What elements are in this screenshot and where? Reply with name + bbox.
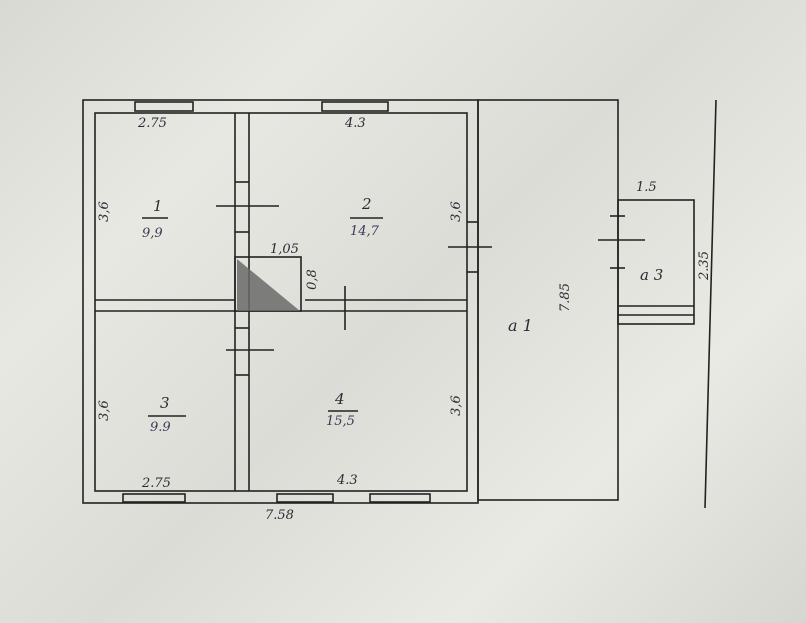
dim-room1-left: 3,6 (96, 201, 112, 222)
room-1-number: 1 (153, 197, 163, 215)
room-4-number: 4 (335, 390, 345, 408)
room-4-area: 15,5 (326, 414, 355, 429)
annex-a1-outline (477, 99, 619, 501)
dim-stove-width: 1,05 (270, 242, 299, 257)
dim-porch-width: 1.5 (636, 180, 657, 195)
room-3-area: 9.9 (150, 420, 171, 435)
dim-porch-depth: 2.35 (696, 251, 712, 280)
room-3-number: 3 (160, 394, 170, 412)
annex-a3-label: a 3 (640, 266, 664, 284)
porch-a3-outline (617, 199, 695, 325)
dim-overall-width: 7.58 (265, 508, 294, 523)
dim-stove-depth: 0,8 (304, 269, 320, 290)
stove-hatch (237, 259, 300, 311)
dim-room2-top: 4.3 (345, 116, 366, 131)
dim-room3-bottom: 2.75 (142, 476, 171, 491)
room-1-area: 9,9 (142, 226, 163, 241)
inner-wall (94, 112, 468, 492)
room-2-number: 2 (362, 195, 372, 213)
room-2-area: 14,7 (350, 224, 379, 239)
dim-room4-bottom: 4.3 (337, 473, 358, 488)
annex-a1-label: a 1 (508, 316, 533, 335)
dim-room3-left: 3,6 (96, 400, 112, 421)
dim-annex-length: 7.85 (557, 283, 573, 312)
dim-room4-right: 3,6 (448, 395, 464, 416)
dim-room2-right: 3,6 (448, 201, 464, 222)
dim-room1-top: 2.75 (138, 116, 167, 131)
